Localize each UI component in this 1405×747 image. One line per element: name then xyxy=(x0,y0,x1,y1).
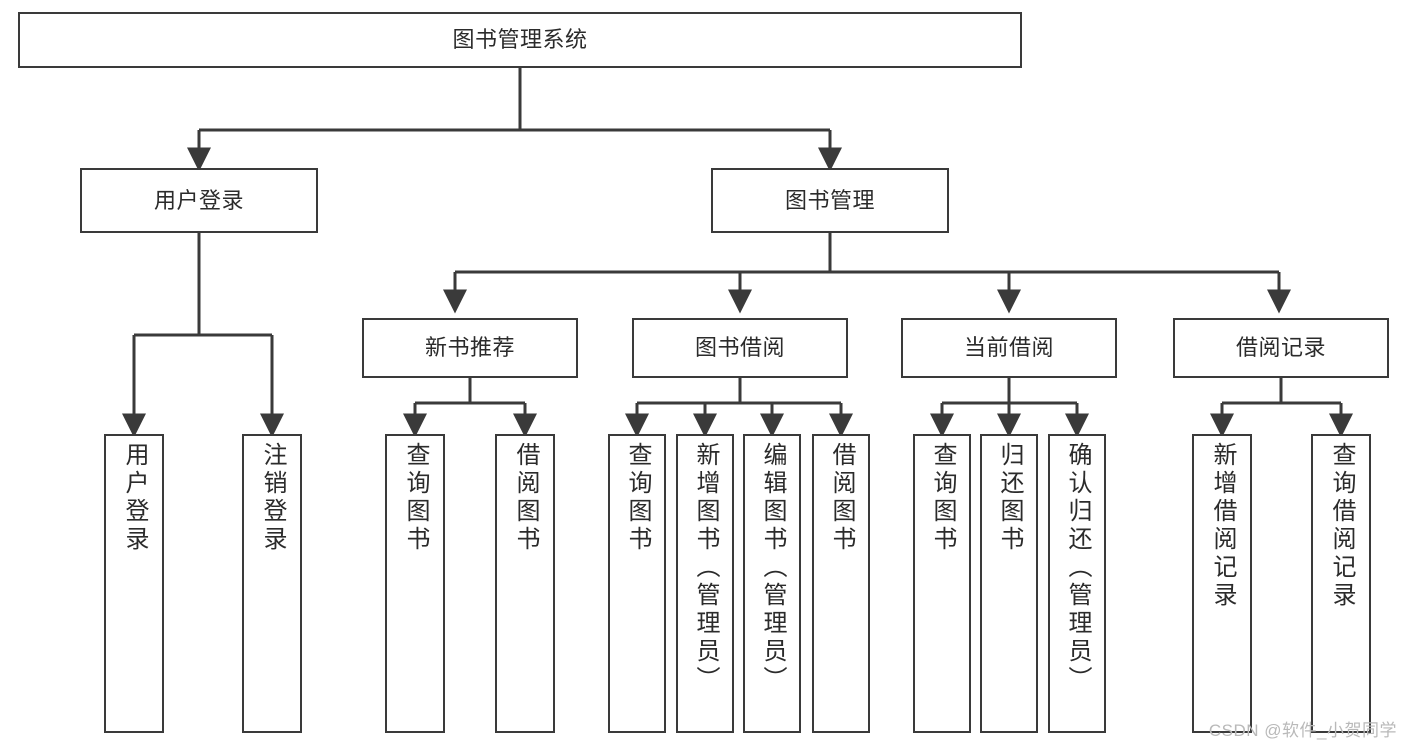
node-label: 归还图书 xyxy=(996,442,1023,554)
node-label: 新增图书（管理员） xyxy=(692,442,719,694)
leaf-current-confirm-return-admin[interactable]: 确认归还（管理员） xyxy=(1048,434,1106,733)
node-label: 编辑图书（管理员） xyxy=(759,442,786,694)
leaf-current-query-book[interactable]: 查询图书 xyxy=(913,434,971,733)
leaf-record-query-record[interactable]: 查询借阅记录 xyxy=(1311,434,1371,733)
csdn-watermark: CSDN @软件_小贺同学 xyxy=(1208,721,1397,740)
leaf-current-return-book[interactable]: 归还图书 xyxy=(980,434,1038,733)
node-label: 查询图书 xyxy=(624,442,651,554)
leaf-borrow-borrow-book[interactable]: 借阅图书 xyxy=(812,434,870,733)
leaf-recommend-query-book[interactable]: 查询图书 xyxy=(385,434,445,733)
node-label: 新增借阅记录 xyxy=(1209,442,1236,610)
node-label: 当前借阅 xyxy=(963,335,1054,361)
leaf-user-login-login[interactable]: 用户登录 xyxy=(104,434,164,733)
node-new-book-recommend[interactable]: 新书推荐 xyxy=(362,318,578,378)
node-root-system[interactable]: 图书管理系统 xyxy=(18,12,1022,68)
leaf-borrow-query-book[interactable]: 查询图书 xyxy=(608,434,666,733)
leaf-user-login-logout[interactable]: 注销登录 xyxy=(242,434,302,733)
node-label: 注销登录 xyxy=(259,442,286,554)
node-book-management[interactable]: 图书管理 xyxy=(711,168,949,233)
node-current-borrow[interactable]: 当前借阅 xyxy=(901,318,1117,378)
node-label: 图书借阅 xyxy=(694,335,785,361)
node-label: 图书管理 xyxy=(784,187,875,213)
node-book-borrow[interactable]: 图书借阅 xyxy=(632,318,848,378)
node-label: 借阅记录 xyxy=(1235,335,1326,361)
node-label: 用户登录 xyxy=(121,442,148,554)
leaf-recommend-borrow-book[interactable]: 借阅图书 xyxy=(495,434,555,733)
leaf-borrow-add-book-admin[interactable]: 新增图书（管理员） xyxy=(676,434,734,733)
leaf-record-add-record[interactable]: 新增借阅记录 xyxy=(1192,434,1252,733)
node-label: 查询借阅记录 xyxy=(1328,442,1355,610)
node-label: 新书推荐 xyxy=(424,335,515,361)
node-user-login[interactable]: 用户登录 xyxy=(80,168,318,233)
node-label: 查询图书 xyxy=(929,442,956,554)
leaf-borrow-edit-book-admin[interactable]: 编辑图书（管理员） xyxy=(743,434,801,733)
node-label: 借阅图书 xyxy=(512,442,539,554)
node-label: 借阅图书 xyxy=(828,442,855,554)
node-label: 确认归还（管理员） xyxy=(1064,442,1091,694)
node-label: 用户登录 xyxy=(153,187,244,213)
node-label: 图书管理系统 xyxy=(452,27,588,53)
node-label: 查询图书 xyxy=(402,442,429,554)
node-borrow-record[interactable]: 借阅记录 xyxy=(1173,318,1389,378)
